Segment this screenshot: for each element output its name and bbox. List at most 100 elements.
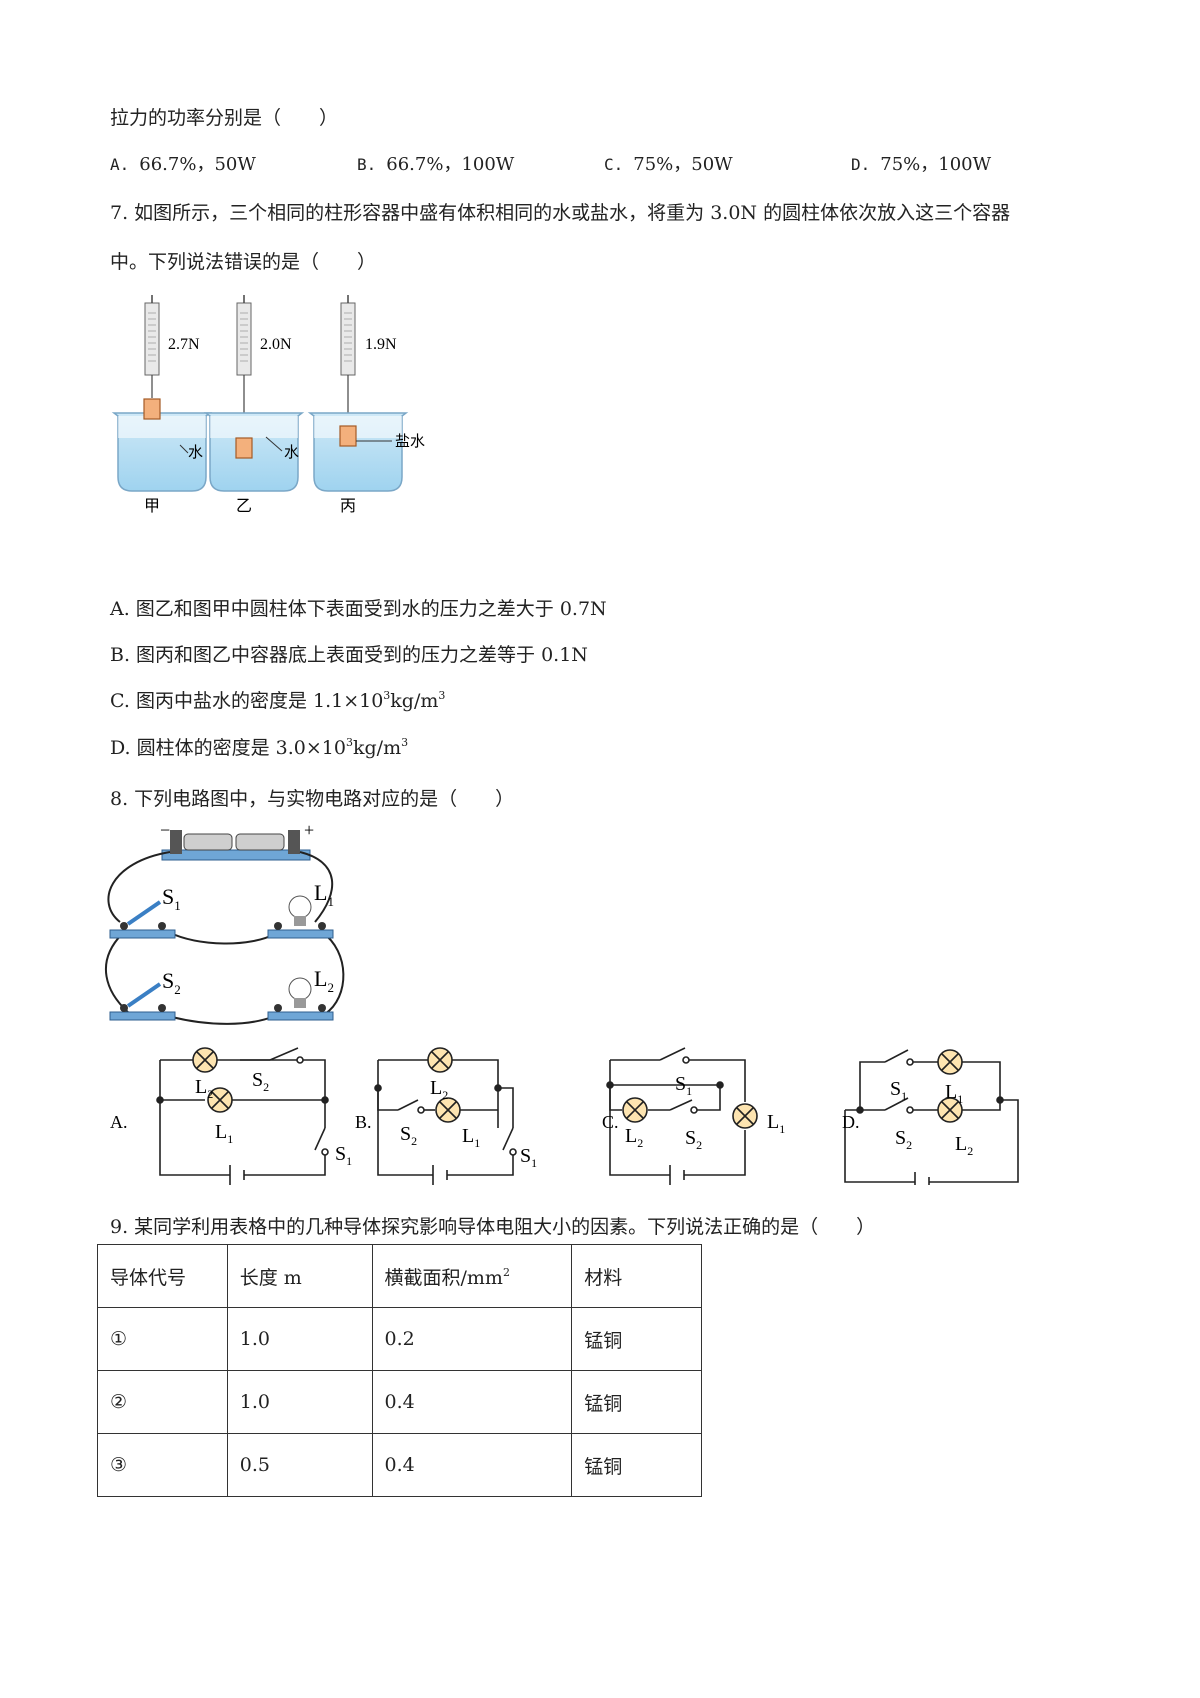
q8-physical-circuit: − + S1 L1 S2 L2 xyxy=(105,822,345,1025)
q7-option-d-exp: 3 xyxy=(346,736,353,749)
circuit-b xyxy=(374,1047,517,1185)
reading-bing: 1.9N xyxy=(365,336,397,353)
battery-minus: − xyxy=(160,822,170,840)
q6-option-a-label: A. xyxy=(110,155,130,174)
q7-option-b: B. 图丙和图乙中容器底上表面受到的压力之差等于 0.1N xyxy=(110,644,588,666)
s2-label: S2 xyxy=(162,968,181,997)
q6-option-b-text: 66.7%，100W xyxy=(386,154,515,175)
circuit-a-s1: S1 xyxy=(335,1143,352,1168)
cylinder-yi xyxy=(235,437,253,459)
circuit-a-l2: L2 xyxy=(195,1076,213,1101)
l2-label: L2 xyxy=(314,966,334,995)
spring-scale-bing xyxy=(340,302,356,376)
beaker-bing: 1.9N 盐水 丙 xyxy=(307,295,425,515)
q7-stem-line2: 中。下列说法错误的是（ ） xyxy=(110,251,377,273)
cell-length: 0.5 xyxy=(226,1433,373,1497)
cylinder-bing xyxy=(339,425,357,447)
cell-code: ① xyxy=(97,1307,228,1371)
battery-cell-1 xyxy=(183,833,233,851)
switch-s1: S1 xyxy=(109,884,181,939)
circuit-d-l1: L1 xyxy=(945,1081,963,1106)
q7-option-c-exp2: 3 xyxy=(438,689,446,702)
q6-option-d-text: 75%，100W xyxy=(880,154,992,175)
l1-label: L1 xyxy=(314,880,334,909)
q6-option-b: B. 66.7%，100W xyxy=(357,150,514,176)
q6-option-b-label: B. xyxy=(357,155,377,174)
lamp-l1: L1 xyxy=(267,880,334,939)
battery-cell-2 xyxy=(235,833,285,851)
q6-option-c-label: C. xyxy=(604,155,624,174)
circuit-b-letter: B. xyxy=(355,1112,372,1132)
q8-stem: 8. 下列电路图中，与实物电路对应的是（ ） xyxy=(110,788,515,810)
table-row: ③ 0.5 0.4 锰铜 xyxy=(97,1433,702,1497)
th-material: 材料 xyxy=(571,1244,702,1308)
cell-area: 0.4 xyxy=(371,1433,573,1497)
q7-option-d-exp2: 3 xyxy=(401,736,409,749)
battery-holder: − + xyxy=(160,822,314,861)
q7-option-a: A. 图乙和图甲中圆柱体下表面受到水的压力之差大于 0.7N xyxy=(110,598,607,620)
circuit-c-s1: S1 xyxy=(675,1073,692,1098)
q6-option-c: C. 75%，50W xyxy=(604,150,733,176)
cell-area: 0.4 xyxy=(371,1370,573,1434)
cell-code: ③ xyxy=(97,1433,228,1497)
q6-option-a: A. 66.7%，50W xyxy=(110,150,256,176)
circuit-b-l2: L2 xyxy=(430,1077,448,1102)
q7-stem-line1: 7. 如图所示，三个相同的柱形容器中盛有体积相同的水或盐水，将重为 3.0N 的… xyxy=(110,202,1011,224)
caption-yi: 乙 xyxy=(236,498,252,515)
circuit-a-letter: A. xyxy=(110,1112,128,1132)
circuit-c-letter: C. xyxy=(602,1112,619,1132)
liquid-label-bing: 盐水 xyxy=(395,433,425,450)
q6-option-c-text: 75%，50W xyxy=(633,154,733,175)
circuit-a-s2: S2 xyxy=(252,1069,269,1094)
liquid-label-jia: 水 xyxy=(188,444,203,461)
spring-scale-jia xyxy=(144,302,160,376)
table-header-row: 导体代号 长度 m 横截面积/mm2 材料 xyxy=(97,1244,702,1308)
q6-option-d-label: D. xyxy=(851,155,871,174)
q6-option-a-text: 66.7%，50W xyxy=(139,154,256,175)
circuit-c-s2: S2 xyxy=(685,1127,702,1152)
circuit-d-s1: S1 xyxy=(890,1078,907,1103)
beaker-jia: 2.7N 水 甲 xyxy=(111,295,213,515)
circuit-c-l1: L1 xyxy=(767,1111,785,1136)
s1-label: S1 xyxy=(162,884,181,913)
reading-yi: 2.0N xyxy=(260,336,292,353)
liquid-label-yi: 水 xyxy=(284,444,299,461)
q7-option-d-unit: kg/m xyxy=(353,737,402,759)
q7-option-c: C. 图丙中盐水的密度是 1.1×103kg/m3 xyxy=(110,686,445,713)
q7-option-d: D. 圆柱体的密度是 3.0×103kg/m3 xyxy=(110,733,408,760)
circuit-d-s2: S2 xyxy=(895,1127,912,1152)
cell-length: 1.0 xyxy=(226,1307,373,1371)
cell-area: 0.2 xyxy=(371,1307,573,1371)
q7-beaker-figure: 2.7N 水 甲 2.0N 水 乙 1.9N 盐水 丙 xyxy=(111,295,425,515)
q7-option-d-text: D. 圆柱体的密度是 3.0×10 xyxy=(110,737,346,759)
circuit-c-l2: L2 xyxy=(625,1125,643,1150)
battery-plus: + xyxy=(304,822,314,840)
table-row: ② 1.0 0.4 锰铜 xyxy=(97,1370,702,1434)
circuit-b-s2: S2 xyxy=(400,1123,417,1148)
cell-material: 锰铜 xyxy=(571,1433,702,1497)
circuit-d-l2: L2 xyxy=(955,1133,973,1158)
beaker-yi: 2.0N 水 乙 xyxy=(203,295,305,515)
th-length: 长度 m xyxy=(226,1244,373,1308)
circuit-a xyxy=(156,1047,329,1185)
th-code: 导体代号 xyxy=(97,1244,228,1308)
conductor-table: 导体代号 长度 m 横截面积/mm2 材料 ① 1.0 0.2 锰铜 ② 1.0… xyxy=(97,1244,702,1497)
reading-jia: 2.7N xyxy=(168,336,200,353)
circuit-b-l1: L1 xyxy=(462,1125,480,1150)
lamp-l2: L2 xyxy=(267,966,334,1021)
caption-bing: 丙 xyxy=(340,498,356,515)
cell-code: ② xyxy=(97,1370,228,1434)
q8-circuit-diagrams: A. L2 S2 L1 S1 B. L2 S2 L1 S1 C. S1 L2 S… xyxy=(110,1047,1019,1185)
spring-scale-yi xyxy=(236,302,252,376)
q7-option-c-exp: 3 xyxy=(383,689,391,702)
q7-option-c-text: C. 图丙中盐水的密度是 1.1×10 xyxy=(110,690,384,712)
q7-option-c-unit: kg/m xyxy=(390,690,439,712)
cell-material: 锰铜 xyxy=(571,1370,702,1434)
caption-jia: 甲 xyxy=(144,498,160,515)
cell-material: 锰铜 xyxy=(571,1307,702,1371)
q6-stem-tail: 拉力的功率分别是（ ） xyxy=(110,107,339,129)
table-row: ① 1.0 0.2 锰铜 xyxy=(97,1307,702,1371)
q6-option-d: D. 75%，100W xyxy=(851,150,991,176)
cell-length: 1.0 xyxy=(226,1370,373,1434)
circuit-d xyxy=(844,1049,1019,1185)
